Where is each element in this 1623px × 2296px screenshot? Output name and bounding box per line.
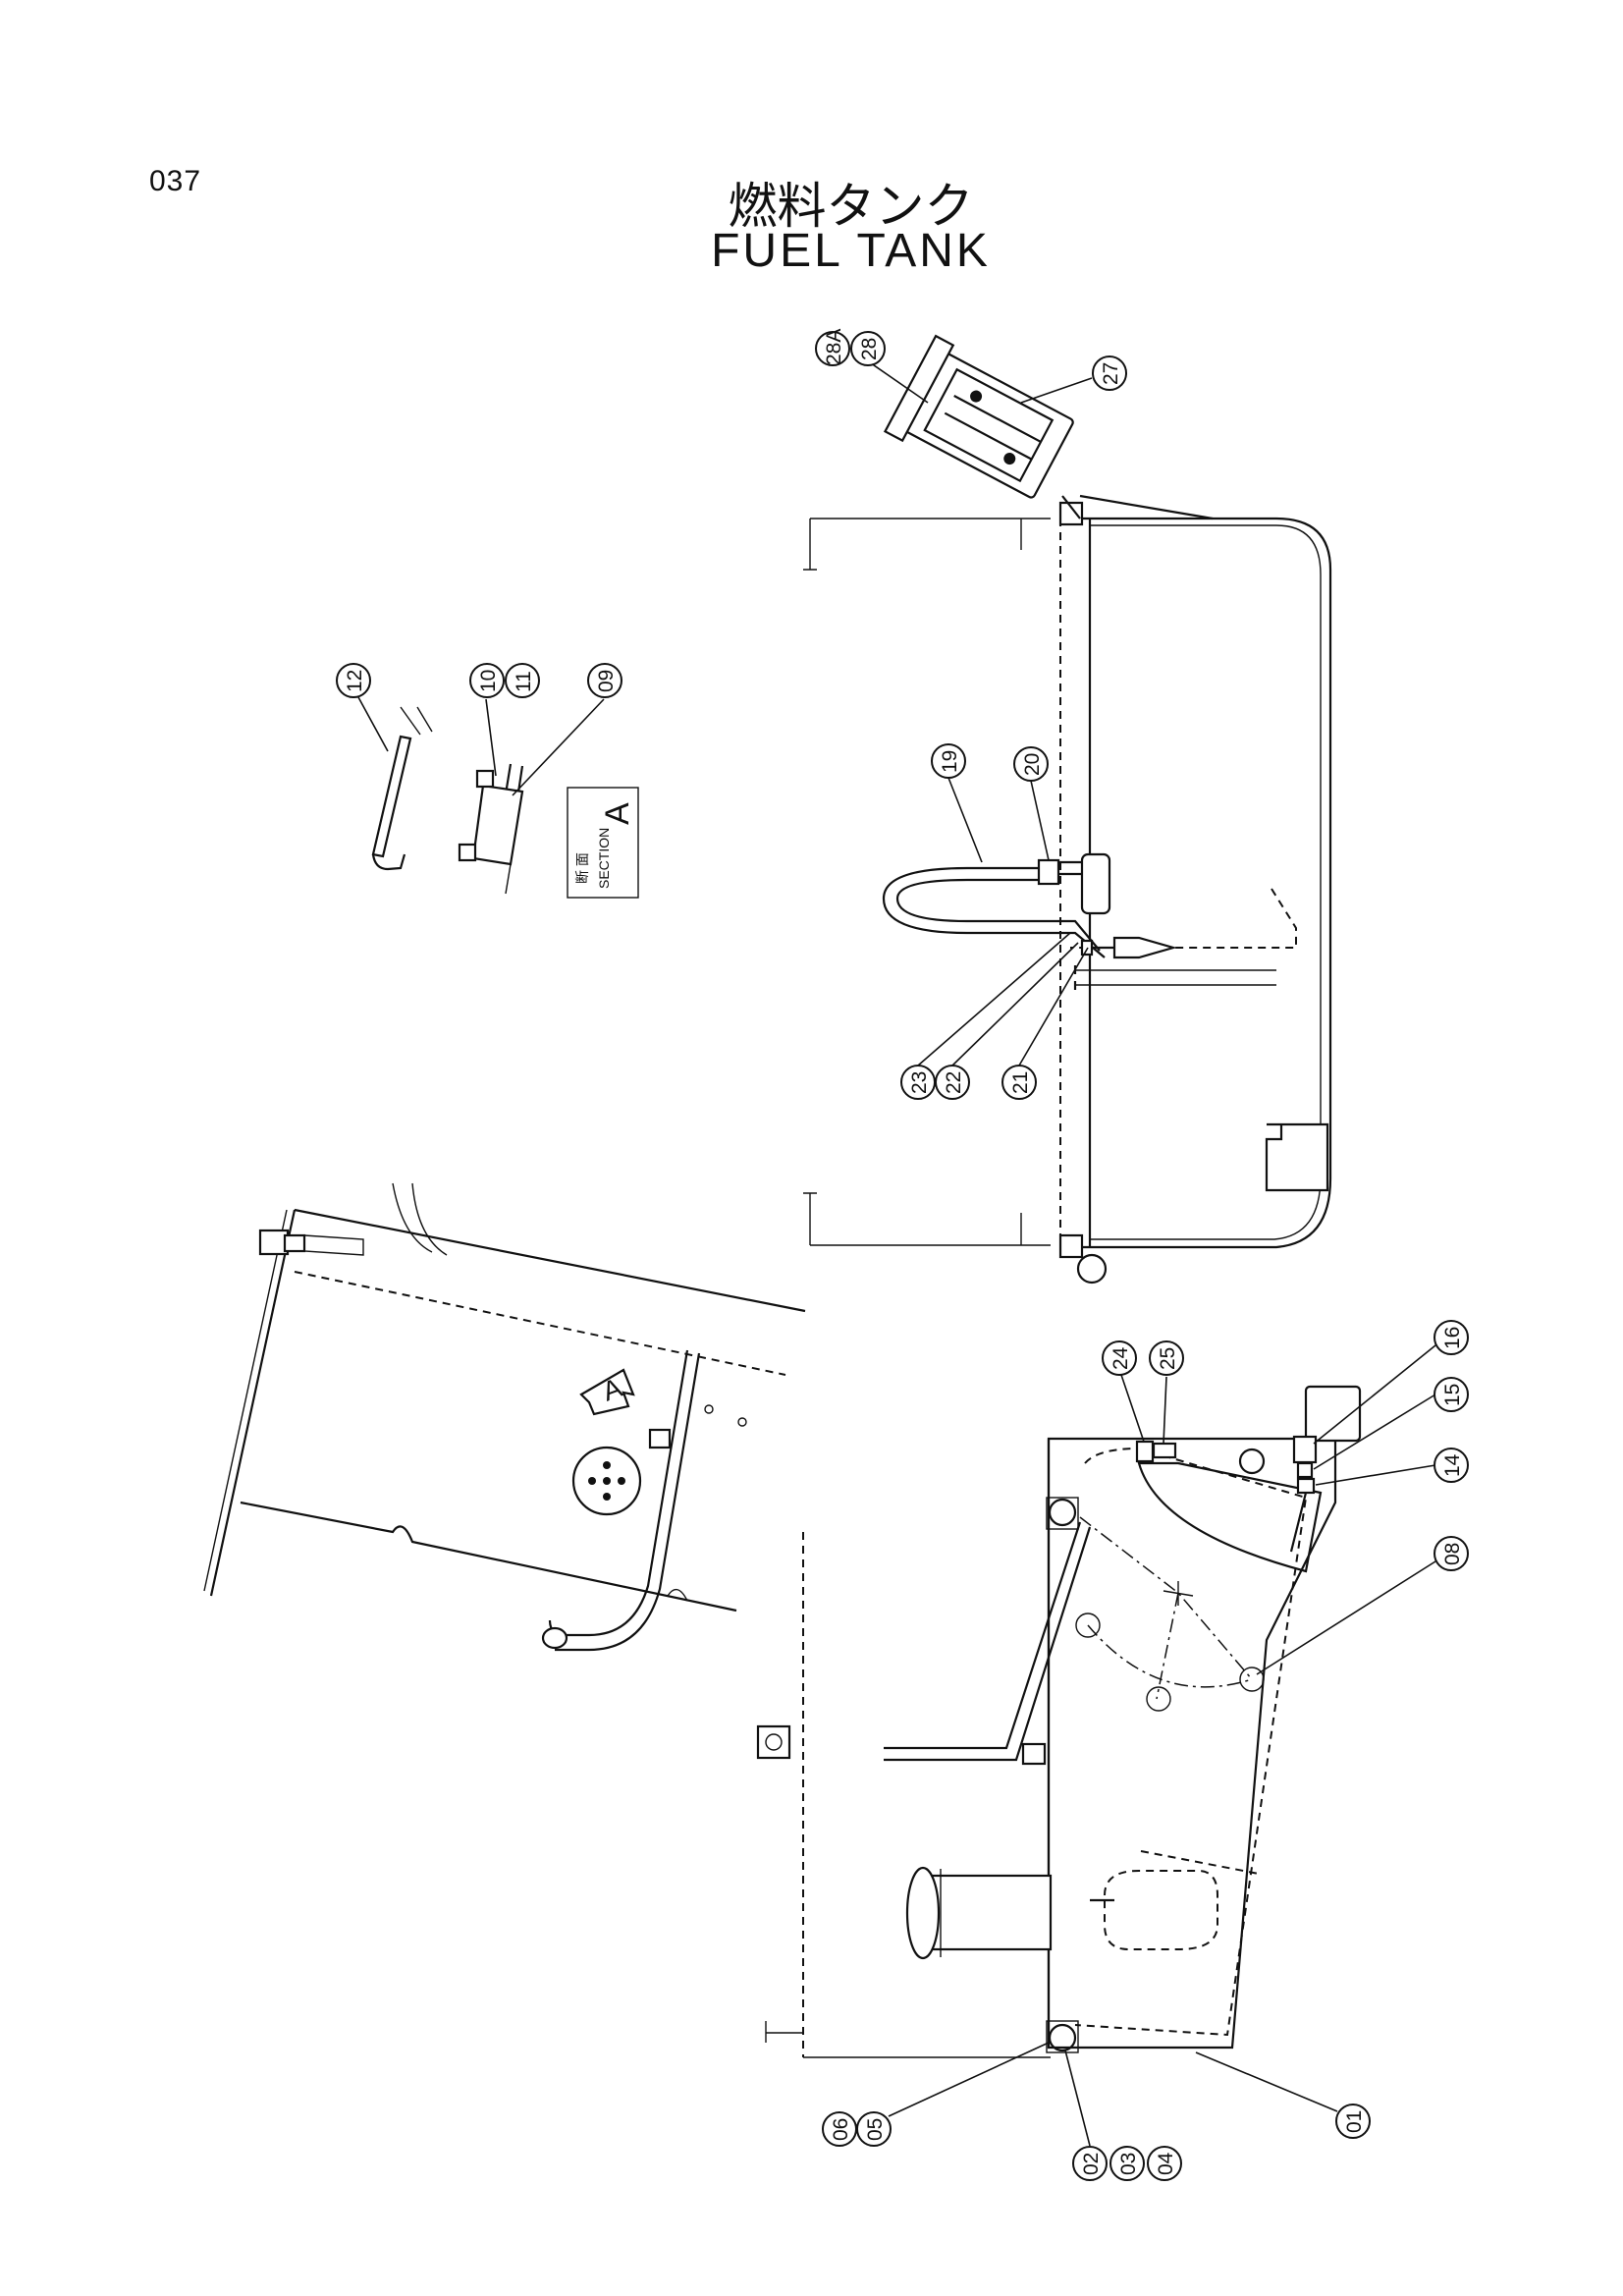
callout-08: 08 [1434,1536,1469,1571]
callout-02: 02 [1072,2146,1108,2181]
svg-text:08: 08 [1441,1543,1464,1565]
section-a-detail: 断 面 SECTION A [371,706,639,899]
callout-14: 14 [1434,1448,1469,1483]
callout-25: 25 [1149,1340,1184,1376]
svg-text:21: 21 [1009,1071,1032,1094]
callout-03: 03 [1109,2146,1145,2181]
callout-15: 15 [1434,1377,1469,1412]
callout-24: 24 [1102,1340,1137,1376]
svg-text:09: 09 [595,670,618,692]
callouts: 28A 28 27 19 20 23 22 21 12 10 11 09 24 … [336,329,1469,2181]
svg-text:22: 22 [943,1071,965,1094]
svg-text:12: 12 [344,670,366,692]
tank-side-view: A [203,1182,806,1652]
section-label-letter: A [599,802,636,825]
callout-20: 20 [1013,746,1049,782]
svg-text:01: 01 [1343,2110,1366,2133]
svg-text:05: 05 [864,2118,887,2141]
view-arrow-label: A [598,1372,625,1407]
svg-text:10: 10 [477,670,500,692]
tank-top-view [803,334,1332,1285]
svg-text:04: 04 [1155,2152,1177,2175]
svg-text:06: 06 [830,2118,852,2141]
svg-text:19: 19 [939,750,961,773]
svg-text:11: 11 [513,671,535,692]
svg-text:28: 28 [858,338,881,360]
callout-09: 09 [587,663,622,698]
tank-front-view [756,1385,1362,2058]
title-english: FUEL TANK [711,225,991,277]
svg-text:27: 27 [1100,362,1122,385]
callout-04: 04 [1147,2146,1182,2181]
svg-text:14: 14 [1441,1453,1464,1477]
svg-text:16: 16 [1441,1327,1464,1349]
section-label-japanese: 断 面 [574,852,590,884]
svg-text:20: 20 [1021,753,1044,776]
svg-text:23: 23 [908,1071,931,1094]
callout-11: 11 [505,663,540,698]
callout-19: 19 [931,743,966,779]
svg-text:24: 24 [1109,1346,1132,1370]
title-japanese: 燃料タンク [728,178,974,235]
page-number: 037 [149,165,202,197]
svg-text:03: 03 [1117,2153,1140,2175]
svg-text:15: 15 [1441,1384,1464,1406]
callout-28: 28 [850,331,886,366]
callout-22: 22 [935,1065,970,1100]
svg-text:28A: 28A [823,329,845,365]
callout-21: 21 [1001,1065,1037,1100]
callout-16: 16 [1434,1320,1469,1355]
callout-23: 23 [900,1065,936,1100]
callout-10: 10 [469,663,505,698]
callout-27: 27 [1092,355,1127,391]
callout-01: 01 [1335,2104,1371,2139]
section-label-word: SECTION [596,828,612,889]
callout-06: 06 [822,2111,857,2147]
callout-05: 05 [856,2111,892,2147]
svg-text:25: 25 [1157,1347,1179,1370]
callout-28a: 28A [815,329,850,366]
svg-text:02: 02 [1080,2153,1103,2175]
callout-12: 12 [336,663,371,698]
